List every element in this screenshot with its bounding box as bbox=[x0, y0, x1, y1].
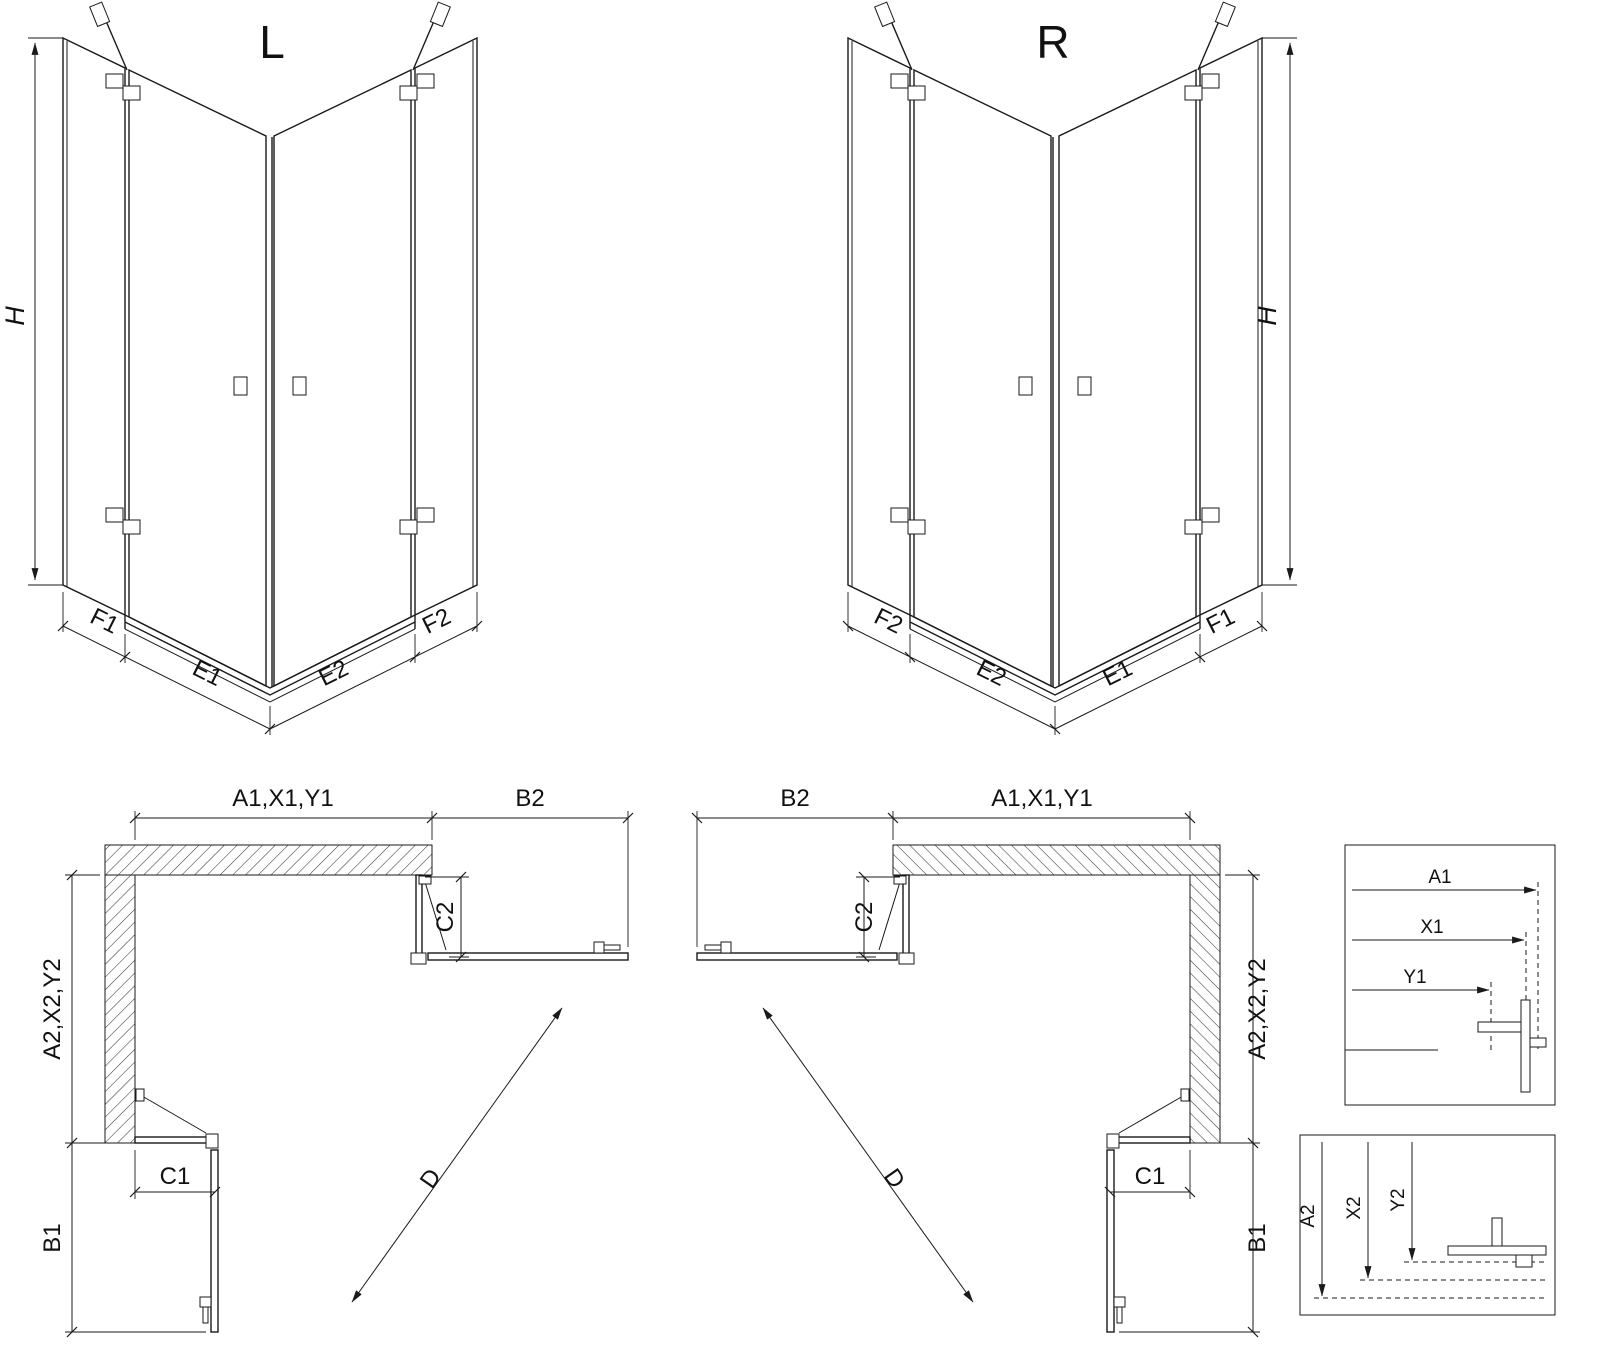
dim-label-x1: X1 bbox=[1420, 917, 1443, 938]
dim-label-e2: E2 bbox=[972, 655, 1010, 692]
dim-label-a1: A1 bbox=[1428, 867, 1451, 888]
dim-label-f1: F1 bbox=[1202, 603, 1239, 640]
dim-label-c1: C1 bbox=[1135, 1163, 1166, 1190]
dim-label-d: D bbox=[878, 1164, 910, 1194]
dim-label-e1: E1 bbox=[1098, 655, 1136, 692]
dim-label-a1x1y1: A1,X1,Y1 bbox=[991, 785, 1092, 812]
dim-label-f1: F1 bbox=[86, 603, 123, 640]
dim-label-e2: E2 bbox=[314, 655, 352, 692]
dim-label-h: H bbox=[0, 306, 30, 326]
wall-profile-section bbox=[1477, 1021, 1522, 1033]
dim-label-y2: Y2 bbox=[1388, 1188, 1409, 1211]
perspective-view-right: R H F2 E2 E1 F1 bbox=[843, 2, 1297, 735]
dim-label-c2: C2 bbox=[432, 902, 459, 933]
dim-label-y1: Y1 bbox=[1403, 967, 1426, 988]
dim-label-b1: B1 bbox=[39, 1223, 66, 1252]
perspective-view-left: L H F1 E1 E2 F2 bbox=[0, 2, 482, 735]
dim-label-a2x2y2: A2,X2,Y2 bbox=[39, 958, 66, 1059]
dim-label-b2: B2 bbox=[515, 785, 544, 812]
dim-label-b2: B2 bbox=[780, 785, 809, 812]
detail-box-frame bbox=[1299, 1134, 1556, 1316]
dim-label-d: D bbox=[415, 1164, 447, 1194]
plan-view-right: B2 A1,X1,Y1 C2 A2,X2,Y2 C1 B1 D bbox=[692, 785, 1271, 1337]
dim-label-x2: X2 bbox=[1344, 1196, 1365, 1219]
wall-profile-section bbox=[1491, 1217, 1503, 1247]
dim-label-a2x2y2: A2,X2,Y2 bbox=[1244, 958, 1271, 1059]
glass-profile-section bbox=[1447, 1245, 1547, 1256]
dim-label-h: H bbox=[1252, 306, 1282, 326]
dim-label-c1: C1 bbox=[160, 1163, 191, 1190]
detail-panel-depth: A2 X2 Y2 bbox=[1298, 1134, 1556, 1316]
detail-box-frame bbox=[1344, 844, 1556, 1106]
dim-label-e1: E1 bbox=[188, 655, 226, 692]
dim-label-f2: F2 bbox=[418, 603, 455, 640]
view-title-left: L bbox=[259, 16, 285, 68]
glass-profile-section bbox=[1520, 999, 1531, 1093]
detail-panel-width: A1 X1 Y1 bbox=[1344, 844, 1556, 1106]
dim-label-a1x1y1: A1,X1,Y1 bbox=[232, 785, 333, 812]
plan-view-left: A1,X1,Y1 B2 C2 A2,X2,Y2 C1 B1 D bbox=[39, 785, 633, 1337]
dim-label-b1: B1 bbox=[1244, 1223, 1271, 1252]
dim-label-c2: C2 bbox=[851, 902, 878, 933]
dim-label-a2: A2 bbox=[1298, 1204, 1319, 1227]
dim-label-f2: F2 bbox=[870, 603, 907, 640]
view-title-right: R bbox=[1036, 16, 1069, 68]
